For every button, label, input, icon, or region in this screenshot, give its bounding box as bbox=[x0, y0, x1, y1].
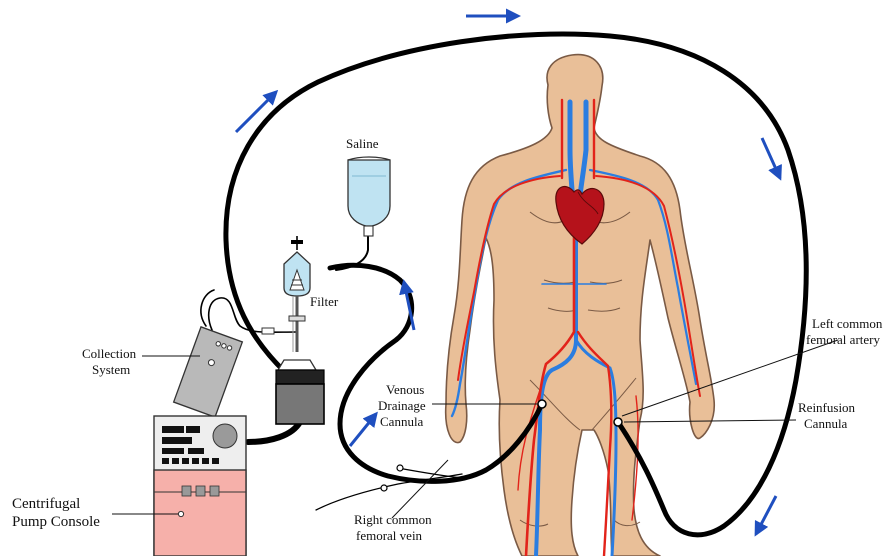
collection-line bbox=[209, 298, 296, 332]
left-artery-label-line2: femoral artery bbox=[806, 332, 880, 347]
right-vein-label-line2: femoral vein bbox=[356, 528, 423, 543]
left-artery-label-line1: Left common bbox=[812, 316, 883, 331]
reinfusion-cannula-tip bbox=[614, 418, 622, 426]
pump-console bbox=[154, 416, 246, 556]
collection-system-icon bbox=[174, 327, 243, 417]
filter-icon bbox=[262, 236, 310, 352]
pump-label-line1: Centrifugal bbox=[12, 496, 80, 512]
venous-cannula-tip bbox=[538, 400, 546, 408]
right-vein-label-line1: Right common bbox=[354, 512, 432, 527]
flow-direction-arrow bbox=[236, 92, 276, 132]
pump-label-line2: Pump Console bbox=[12, 514, 100, 530]
guide-wire-2 bbox=[398, 468, 462, 478]
collection-label-line1: Collection bbox=[82, 346, 137, 361]
body-silhouette bbox=[446, 55, 715, 556]
guide-wire-knob bbox=[397, 465, 403, 471]
collection-line-2 bbox=[201, 290, 214, 326]
venous-label-line3: Cannula bbox=[380, 414, 424, 429]
reinfusion-label-line1: Reinfusion bbox=[798, 400, 856, 415]
flow-direction-arrow bbox=[762, 138, 780, 178]
saline-label: Saline bbox=[346, 136, 379, 151]
venous-label-line1: Venous bbox=[386, 382, 424, 397]
reinfusion-label-line2: Cannula bbox=[804, 416, 848, 431]
collection-label-line2: System bbox=[92, 362, 130, 377]
guide-wire-knob-2 bbox=[381, 485, 387, 491]
pump-console-line bbox=[248, 422, 300, 442]
venous-label-line2: Drainage bbox=[378, 398, 426, 413]
saline-bag-icon bbox=[348, 157, 390, 236]
human-body bbox=[446, 55, 715, 556]
filter-label: Filter bbox=[310, 294, 339, 309]
flow-direction-arrow bbox=[350, 414, 376, 446]
flow-direction-arrow bbox=[756, 496, 776, 534]
centrifugal-pump-icon bbox=[276, 360, 324, 424]
